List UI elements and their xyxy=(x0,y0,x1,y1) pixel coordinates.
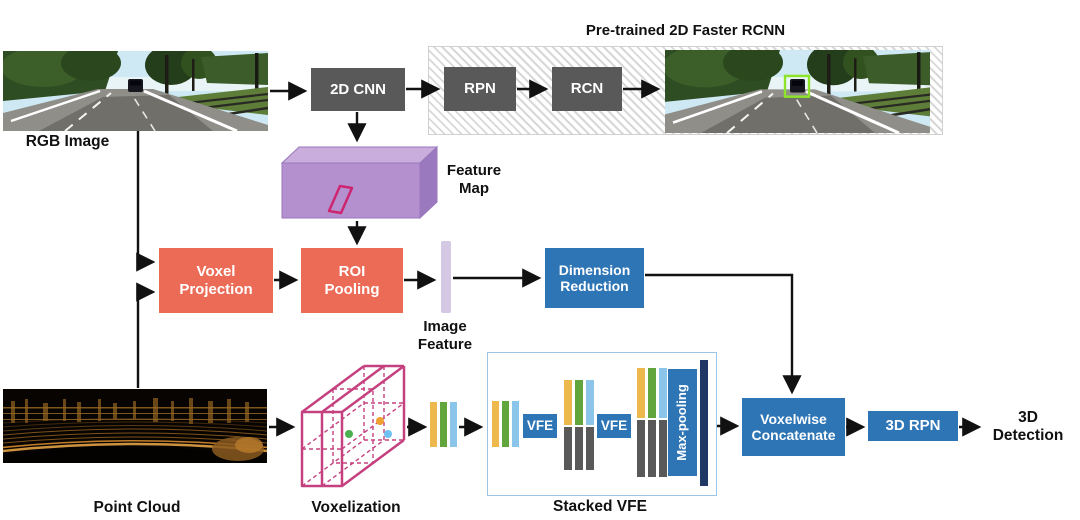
node-2d-cnn-label: 2D CNN xyxy=(330,80,386,98)
vfe-hidden-bars-2 xyxy=(637,368,667,477)
feature-bar-green xyxy=(440,402,447,447)
rgb-image-label: RGB Image xyxy=(25,133,110,150)
node-2d-cnn: 2D CNN xyxy=(311,68,405,111)
roi-region-icon xyxy=(327,184,354,215)
point-cloud-image xyxy=(3,389,267,463)
node-roi-pooling-label: ROI Pooling xyxy=(324,263,380,298)
feature-bar-gray xyxy=(575,427,583,470)
feature-bar-yellow xyxy=(430,402,437,447)
node-dimension-reduction: Dimension Reduction xyxy=(545,248,644,308)
node-voxelwise-concatenate-label: Voxelwise Concatenate xyxy=(751,410,836,443)
vfe-hidden-bars-1 xyxy=(564,380,594,470)
feature-bar-green xyxy=(575,380,583,425)
node-max-pooling-label: Max-pooling xyxy=(674,384,690,461)
stacked-vfe-label: Stacked VFE xyxy=(553,498,647,515)
point-cloud-label: Point Cloud xyxy=(93,499,181,516)
feature-map-label: Feature Map xyxy=(446,162,502,197)
node-rpn-label: RPN xyxy=(464,80,496,98)
point-dot-green xyxy=(345,430,353,438)
stacked-vfe-container xyxy=(487,352,717,496)
feature-bar-blue xyxy=(512,401,519,447)
image-feature-bar xyxy=(441,241,451,313)
node-3d-rpn: 3D RPN xyxy=(868,411,958,441)
node-max-pooling: Max-pooling xyxy=(668,369,697,476)
node-3d-rpn-label: 3D RPN xyxy=(885,417,941,435)
detected-road-scene-image xyxy=(665,50,930,133)
node-roi-pooling: ROI Pooling xyxy=(301,248,403,313)
image-feature-label: Image Feature xyxy=(417,318,473,353)
node-voxel-projection: Voxel Projection xyxy=(159,248,273,313)
node-rpn: RPN xyxy=(444,67,516,111)
voxel-grid-icon xyxy=(300,364,406,488)
feature-bar-green xyxy=(648,368,656,418)
pooled-feature-bar xyxy=(700,360,708,486)
feature-bar-yellow xyxy=(492,401,499,447)
node-vfe-1-label: VFE xyxy=(526,418,554,434)
node-dimension-reduction-label: Dimension Reduction xyxy=(558,261,631,294)
node-vfe-2-label: VFE xyxy=(600,418,628,434)
node-vfe-2: VFE xyxy=(597,414,631,438)
voxel-feature-bars xyxy=(430,402,457,447)
point-dot-orange xyxy=(376,417,384,425)
voxelization-label: Voxelization xyxy=(311,499,401,516)
feature-bar-gray xyxy=(564,427,572,470)
feature-bar-green xyxy=(502,401,509,447)
node-voxel-projection-label: Voxel Projection xyxy=(179,263,253,298)
feature-bar-blue xyxy=(586,380,594,425)
node-vfe-1: VFE xyxy=(523,414,557,438)
feature-bar-blue xyxy=(659,368,667,418)
feature-bar-gray xyxy=(659,420,667,477)
pretrained-title: Pre-trained 2D Faster RCNN xyxy=(585,22,786,39)
point-dot-blue xyxy=(384,430,392,438)
vfe-input-bars xyxy=(492,401,519,447)
feature-bar-blue xyxy=(450,402,457,447)
node-rcn-label: RCN xyxy=(570,80,604,98)
detection-bounding-box xyxy=(783,74,811,98)
3d-detection-label: 3D Detection xyxy=(992,409,1064,445)
node-rcn: RCN xyxy=(552,67,622,111)
feature-bar-gray xyxy=(586,427,594,470)
feature-bar-gray xyxy=(648,420,656,477)
node-voxelwise-concatenate: Voxelwise Concatenate xyxy=(742,398,845,456)
feature-bar-yellow xyxy=(637,368,645,418)
feature-bar-yellow xyxy=(564,380,572,425)
feature-bar-gray xyxy=(637,420,645,477)
rgb-road-scene-image xyxy=(3,51,268,131)
feature-map-cube-icon xyxy=(280,145,439,220)
